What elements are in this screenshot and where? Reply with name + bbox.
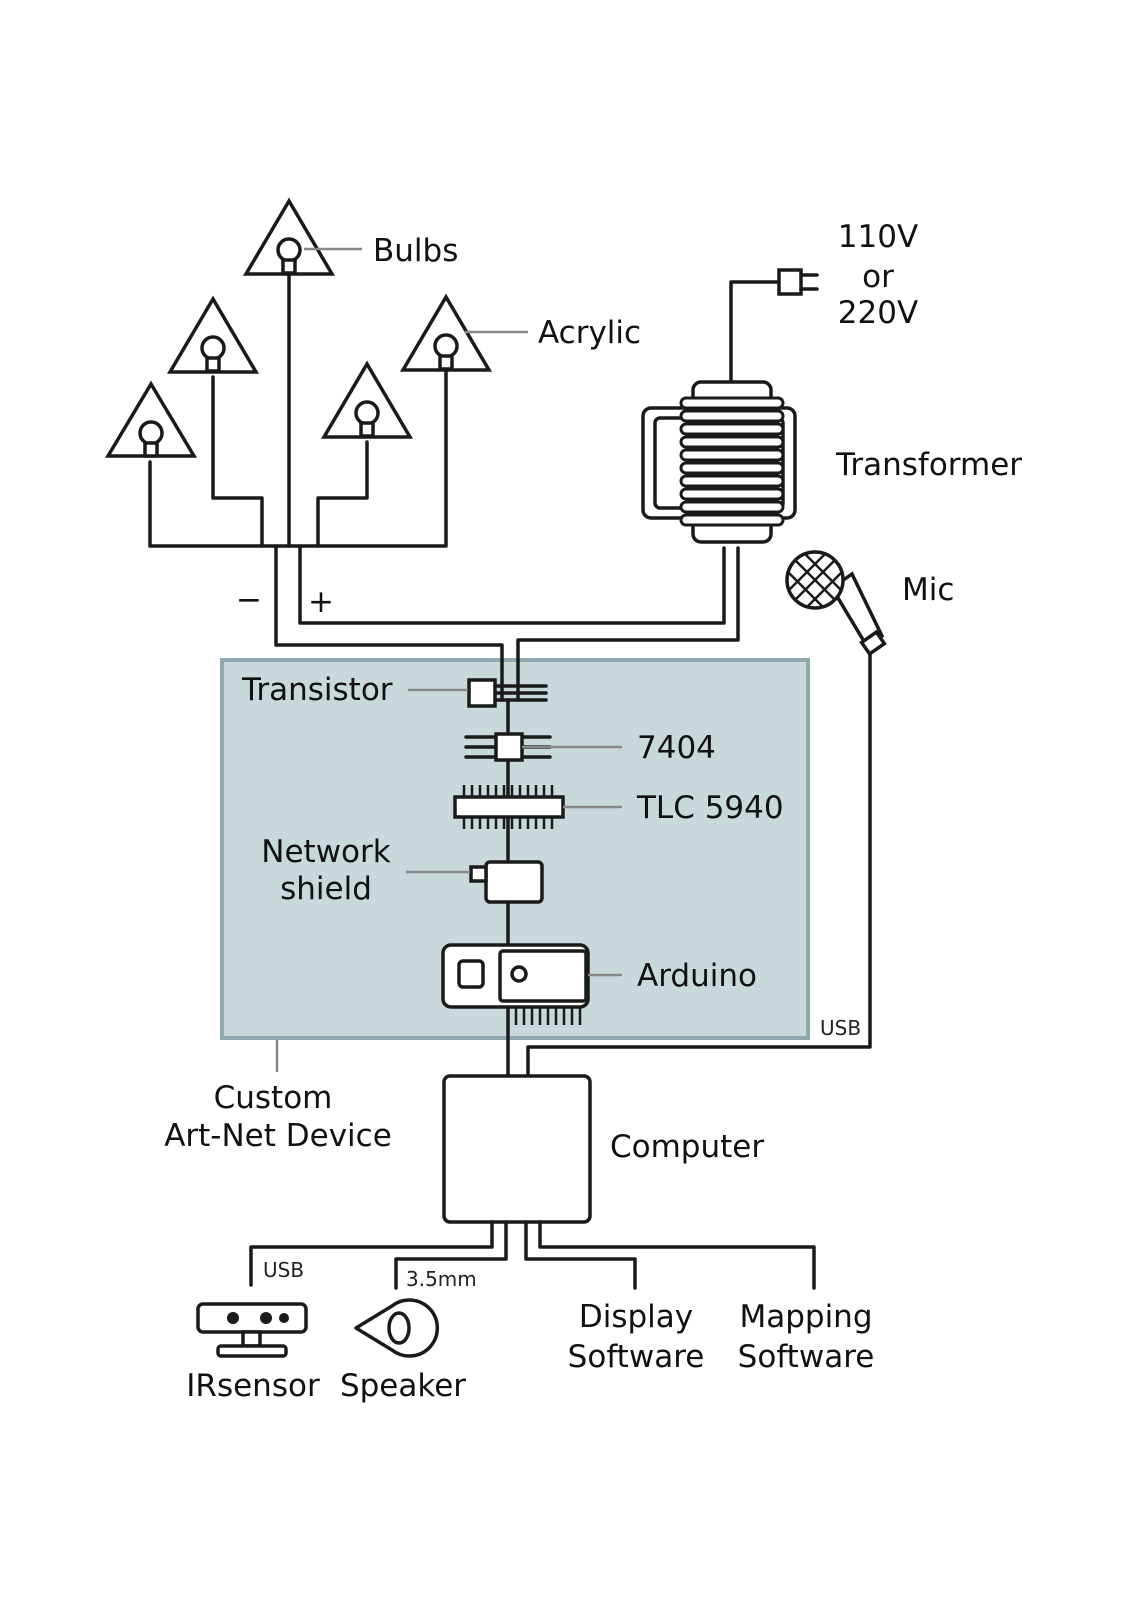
computer-outputs xyxy=(249,1220,816,1290)
transformer-icon xyxy=(641,380,797,544)
bulb-icon xyxy=(354,400,380,438)
bulb-icon xyxy=(433,333,459,371)
tlc5940-label: TLC 5940 xyxy=(636,790,784,826)
bulbs-label: Bulbs xyxy=(373,233,458,269)
power-wiring xyxy=(516,546,740,702)
microphone-icon xyxy=(526,550,887,1078)
display-software-label-1: Display xyxy=(579,1299,693,1335)
computer-icon xyxy=(442,1074,592,1224)
transistor-icon xyxy=(467,678,548,708)
bulb-wiring xyxy=(148,271,726,702)
plug-icon xyxy=(729,268,819,382)
ir-sensor-label: IRsensor xyxy=(186,1368,320,1404)
plus-label: + xyxy=(308,584,334,620)
display-software-label-2: Software xyxy=(568,1339,705,1375)
transformer-label: Transformer xyxy=(835,447,1022,483)
mapping-software-label-2: Software xyxy=(738,1339,875,1375)
bulb-5 xyxy=(399,293,493,372)
voltage-label-2: or xyxy=(862,259,894,295)
custom-device-label-2: Art-Net Device xyxy=(164,1118,392,1154)
acrylic-label: Acrylic xyxy=(538,315,641,351)
network-shield-label-2: shield xyxy=(280,871,372,907)
bulb-3 xyxy=(242,197,336,276)
usb-ir-label: USB xyxy=(263,1258,304,1282)
device-internals xyxy=(406,678,622,1078)
speaker-label: Speaker xyxy=(340,1368,466,1404)
bulb-1 xyxy=(104,380,198,458)
voltage-label-1: 110V xyxy=(838,219,918,255)
computer-label: Computer xyxy=(610,1129,764,1165)
audio-jack-label: 3.5mm xyxy=(406,1267,477,1291)
transistor-label: Transistor xyxy=(241,672,393,708)
minus-label: − xyxy=(236,582,262,618)
bulb-4 xyxy=(320,360,414,439)
mapping-software-label-1: Mapping xyxy=(739,1299,872,1335)
bulb-icon xyxy=(276,237,302,275)
speaker-icon xyxy=(354,1298,439,1358)
bulb-icon xyxy=(138,420,164,458)
arduino-label: Arduino xyxy=(637,958,757,994)
mic-label: Mic xyxy=(902,572,954,608)
custom-device-label-1: Custom xyxy=(214,1080,333,1116)
voltage-label-3: 220V xyxy=(838,295,918,331)
network-shield-label-1: Network xyxy=(261,834,390,870)
ir-sensor-icon xyxy=(196,1302,308,1358)
ic-7404-label: 7404 xyxy=(637,730,716,766)
bulb-icon xyxy=(200,335,226,373)
bulb-2 xyxy=(166,295,260,374)
chip-icon xyxy=(453,785,565,829)
network-shield-icon xyxy=(469,860,544,904)
usb-mic-label: USB xyxy=(820,1016,861,1040)
